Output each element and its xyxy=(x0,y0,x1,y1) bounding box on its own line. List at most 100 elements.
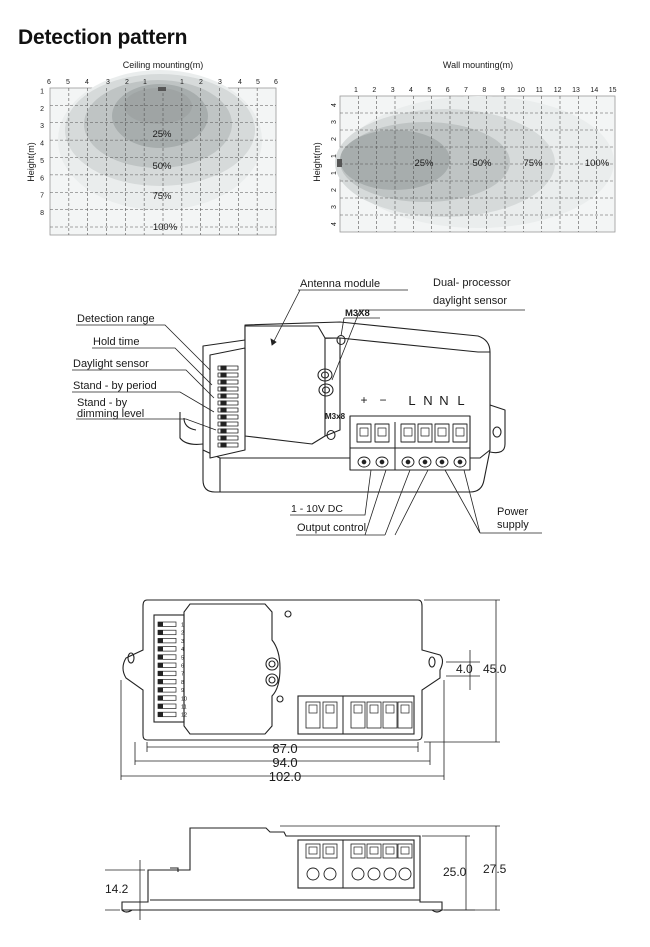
label-output-control: Output control xyxy=(297,522,366,534)
label-antenna: Antenna module xyxy=(300,278,380,290)
top-dip-number: 12 xyxy=(181,713,187,719)
dim-45-line xyxy=(424,599,500,743)
dip-lever xyxy=(217,407,239,413)
top-dip-knob xyxy=(158,663,163,668)
side-view-dim-texts: 25.0 27.5 14.2 xyxy=(105,862,507,896)
side-terminal-hole xyxy=(323,867,337,881)
dim-87: 87.0 xyxy=(272,741,297,756)
dip-lever xyxy=(217,365,239,371)
ceiling-top-tick: 6 xyxy=(274,79,278,86)
side-view-feet xyxy=(121,909,443,913)
label-dual-1: Dual- processor xyxy=(433,277,511,289)
m3x8-top-leader xyxy=(340,317,345,337)
wall-side-tick: 4 xyxy=(331,222,338,226)
dim-27-5-line xyxy=(280,825,500,911)
dim-14-2-line xyxy=(105,860,145,920)
ceiling-zone-core xyxy=(124,88,192,124)
ceiling-side-tick: 1 xyxy=(40,88,44,95)
terminal-hole-dot xyxy=(457,459,463,465)
antenna-module-side xyxy=(324,337,341,437)
device-left-tab xyxy=(179,412,204,445)
side-terminal-hole xyxy=(367,867,381,881)
top-view-pot-2-inner xyxy=(268,676,276,684)
dip-lever xyxy=(217,435,239,441)
top-dip-number: 8 xyxy=(181,680,184,686)
terminal-screw xyxy=(403,427,413,437)
dim-94-line xyxy=(134,742,431,765)
top-dip-number: 5 xyxy=(181,655,184,661)
ceiling-caption: Ceiling mounting(m) xyxy=(123,60,204,70)
ceiling-top-tick: 5 xyxy=(66,79,70,86)
ceiling-top-tick: 2 xyxy=(125,79,129,86)
dip-lever xyxy=(217,442,239,448)
side-view xyxy=(121,827,443,913)
top-dip-number: 2 xyxy=(181,631,184,637)
wall-pct-50: 50% xyxy=(472,158,492,169)
dc-leader xyxy=(290,469,372,516)
top-dip-knob xyxy=(158,704,163,709)
top-dip-knob xyxy=(158,695,163,701)
page-title: Detection pattern xyxy=(18,26,188,49)
terminal-hole-dot xyxy=(379,459,385,465)
ceiling-top-tick: 4 xyxy=(85,79,89,86)
antenna-arrow xyxy=(270,338,277,346)
ceiling-top-tick: 6 xyxy=(47,79,51,86)
label-daylight-sensor: Daylight sensor xyxy=(73,358,149,370)
top-terminal-screw xyxy=(325,704,335,714)
dip-lever-knob xyxy=(220,435,227,441)
label-hold-time: Hold time xyxy=(93,336,139,348)
terminal-screw xyxy=(420,427,430,437)
device-right-tab-hole xyxy=(492,426,502,438)
terminal-screw xyxy=(377,427,387,437)
top-view-pot-2 xyxy=(265,673,279,687)
ceiling-side-tick: 7 xyxy=(40,193,44,200)
antenna-leader xyxy=(271,289,301,346)
side-terminal-screw xyxy=(308,846,318,855)
dip-lever xyxy=(217,372,239,378)
ceiling-top-tick: 1 xyxy=(143,79,147,86)
wall-top-tick: 3 xyxy=(391,87,395,94)
dip-lever xyxy=(217,421,239,427)
ceiling-ylabel: Height(m) xyxy=(26,142,36,182)
dim-27-5: 27.5 xyxy=(483,862,507,876)
dip-lever xyxy=(217,393,239,399)
wall-grid-lines xyxy=(340,96,615,232)
dip-lever-knob xyxy=(220,428,227,434)
standby-period-leader xyxy=(72,391,215,413)
callouts xyxy=(72,289,542,536)
top-terminal-screw xyxy=(400,704,410,714)
top-dip-knob xyxy=(158,630,163,635)
label-standby-dim-2: dimming level xyxy=(77,408,144,420)
ceiling-top-tick: 3 xyxy=(106,79,110,86)
top-view-pot-1-inner xyxy=(268,660,276,668)
side-terminal-screw xyxy=(385,846,395,855)
wall-top-tick: 2 xyxy=(372,87,376,94)
top-view-screw-bot xyxy=(276,695,284,703)
standby-dim-leader xyxy=(76,418,217,431)
dip-lever-knob xyxy=(220,386,227,392)
top-dip-knob xyxy=(158,679,163,684)
dip-lever xyxy=(217,400,239,406)
dim-4-line xyxy=(446,650,480,690)
wall-side-tick: 3 xyxy=(331,205,338,209)
terminal-labels: + − L N N L xyxy=(360,393,464,408)
wall-top-tick: 9 xyxy=(501,87,505,94)
label-detection-range: Detection range xyxy=(77,313,155,325)
potentiometer-1-inner xyxy=(320,371,330,379)
top-view-pot-1 xyxy=(265,657,279,671)
terminal-hole-dot xyxy=(439,459,445,465)
wall-top-tick: 4 xyxy=(409,87,413,94)
dim-45: 45.0 xyxy=(483,662,507,676)
top-dip-number: 1 xyxy=(181,623,184,629)
label-standby-dim-1: Stand - by xyxy=(77,397,128,409)
potentiometer-2-inner xyxy=(321,386,331,394)
wall-top-tick: 10 xyxy=(517,87,525,94)
side-view-terminal-block xyxy=(297,839,415,889)
terminal-label-N2: N xyxy=(439,393,448,408)
